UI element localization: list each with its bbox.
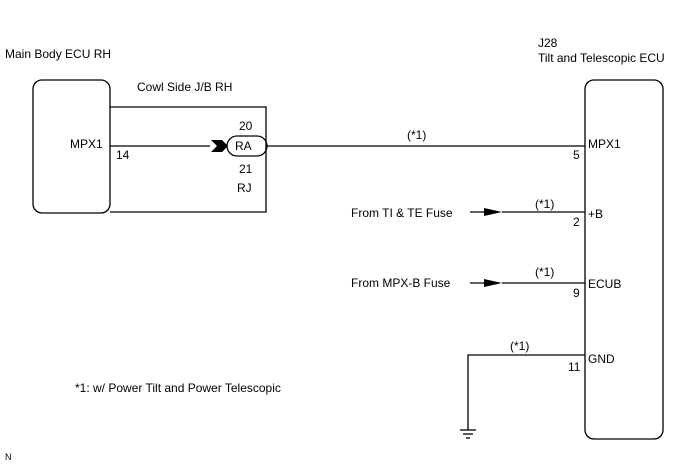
right-ecu-pin-gnd-number: 11 [568,360,581,374]
junction-block-title: Cowl Side J/B RH [137,80,232,94]
right-ecu-pin-gnd: GND [588,352,615,366]
right-ecu-pin-b-number: 2 [573,215,580,229]
footnote: *1: w/ Power Tilt and Power Telescopic [75,381,281,395]
right-ecu-title: Tilt and Telescopic ECU [538,51,665,65]
right-ecu-pin-ecub: ECUB [588,277,621,291]
left-ecu-pin-name: MPX1 [70,137,103,151]
right-ecu-code: J28 [538,36,558,50]
wire-note-gnd: (*1) [510,339,529,353]
right-ecu-pin-ecub-number: 9 [573,286,580,300]
arrow-right-icon-2 [484,279,502,287]
junction-block-outline [110,106,267,213]
wire-note-mpx1: (*1) [407,128,426,142]
fuse-source-ti-te: From TI & TE Fuse [351,206,453,220]
right-ecu-pin-b: +B [588,207,603,221]
ground-icon [460,429,476,439]
junction-connector-bottom: RJ [237,181,252,195]
corner-mark: N [5,452,12,462]
gnd-wire [467,354,585,430]
left-ecu-pin-number: 14 [116,148,130,162]
junction-pin-top: 20 [239,119,253,133]
connector-arrow-icon-2 [217,140,228,152]
wire-note-ecub: (*1) [535,265,554,279]
left-ecu-title: Main Body ECU RH [5,47,111,61]
wire-note-plus-b: (*1) [535,197,554,211]
fuse-source-mpx-b: From MPX-B Fuse [351,276,451,290]
right-ecu-pin-mpx1-number: 5 [573,148,580,162]
right-ecu-box [584,79,664,440]
junction-pin-bottom: 21 [239,162,253,176]
junction-connector-label: RA [235,139,252,153]
right-ecu-pin-mpx1: MPX1 [588,137,621,151]
arrow-right-icon [484,208,502,216]
